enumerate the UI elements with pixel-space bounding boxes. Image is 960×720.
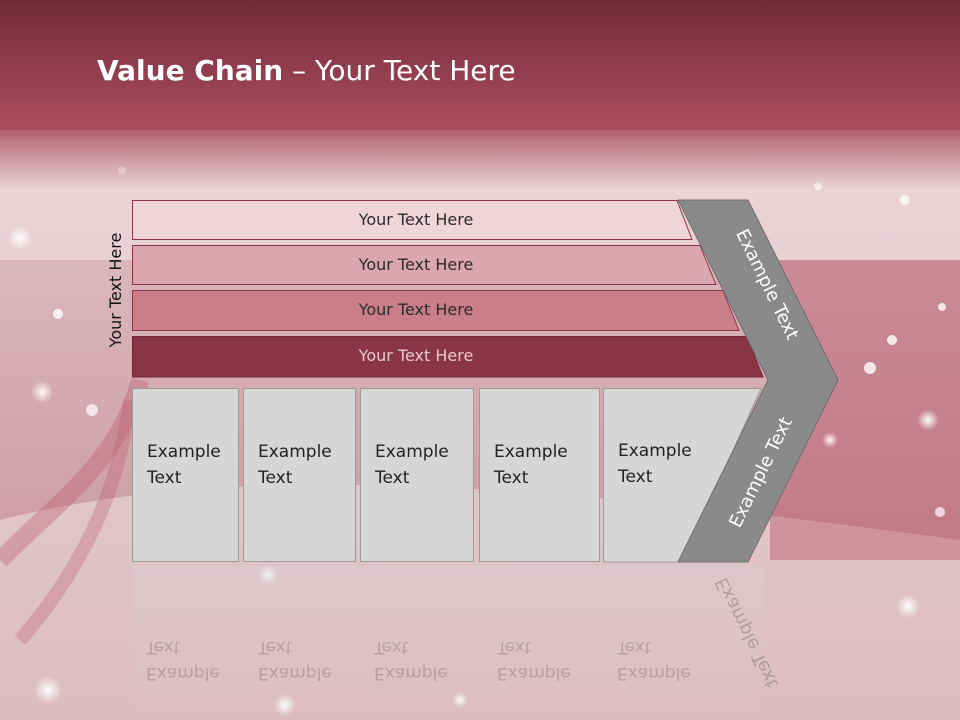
layer-bar-1-shape bbox=[132, 200, 693, 240]
layer-bar-2-label: Your Text Here bbox=[358, 255, 474, 274]
activity-box-1-label: Example Text bbox=[147, 442, 221, 488]
margin-chevron[interactable] bbox=[676, 198, 846, 568]
title-rest: – Your Text Here bbox=[283, 54, 516, 87]
layer-bar-3-shape bbox=[132, 290, 740, 331]
layer-bar-2-shape bbox=[132, 245, 717, 285]
activity-box-5-label: Example Text bbox=[618, 441, 692, 487]
title-band bbox=[0, 0, 960, 130]
activity-box-4-label: Example Text bbox=[494, 442, 568, 488]
reflection-label-1: Example Text bbox=[146, 637, 220, 683]
activity-box-5[interactable]: Example Text bbox=[603, 388, 692, 562]
slide-title: Value Chain – Your Text Here bbox=[97, 54, 516, 87]
layer-bar-4-label: Your Text Here bbox=[358, 346, 474, 365]
reflection-label-4: Example Text bbox=[497, 637, 571, 683]
reflection-label-3: Example Text bbox=[374, 637, 448, 683]
layer-bar-3-label: Your Text Here bbox=[358, 300, 474, 319]
activity-box-2-label: Example Text bbox=[258, 442, 332, 488]
activity-box-2[interactable]: Example Text bbox=[243, 388, 356, 562]
side-label: Your Text Here bbox=[106, 232, 125, 348]
activity-box-1[interactable]: Example Text bbox=[132, 388, 239, 562]
activity-box-3[interactable]: Example Text bbox=[360, 388, 474, 562]
layer-bar-4-shape bbox=[132, 336, 764, 378]
layer-bar-1-label: Your Text Here bbox=[358, 210, 474, 229]
activity-box-3-label: Example Text bbox=[375, 442, 449, 488]
title-bold: Value Chain bbox=[97, 54, 284, 87]
title-fade bbox=[0, 130, 960, 190]
reflection-label-5: Example Text bbox=[617, 637, 691, 683]
activity-box-4[interactable]: Example Text bbox=[479, 388, 600, 562]
reflection-label-2: Example Text bbox=[258, 637, 332, 683]
